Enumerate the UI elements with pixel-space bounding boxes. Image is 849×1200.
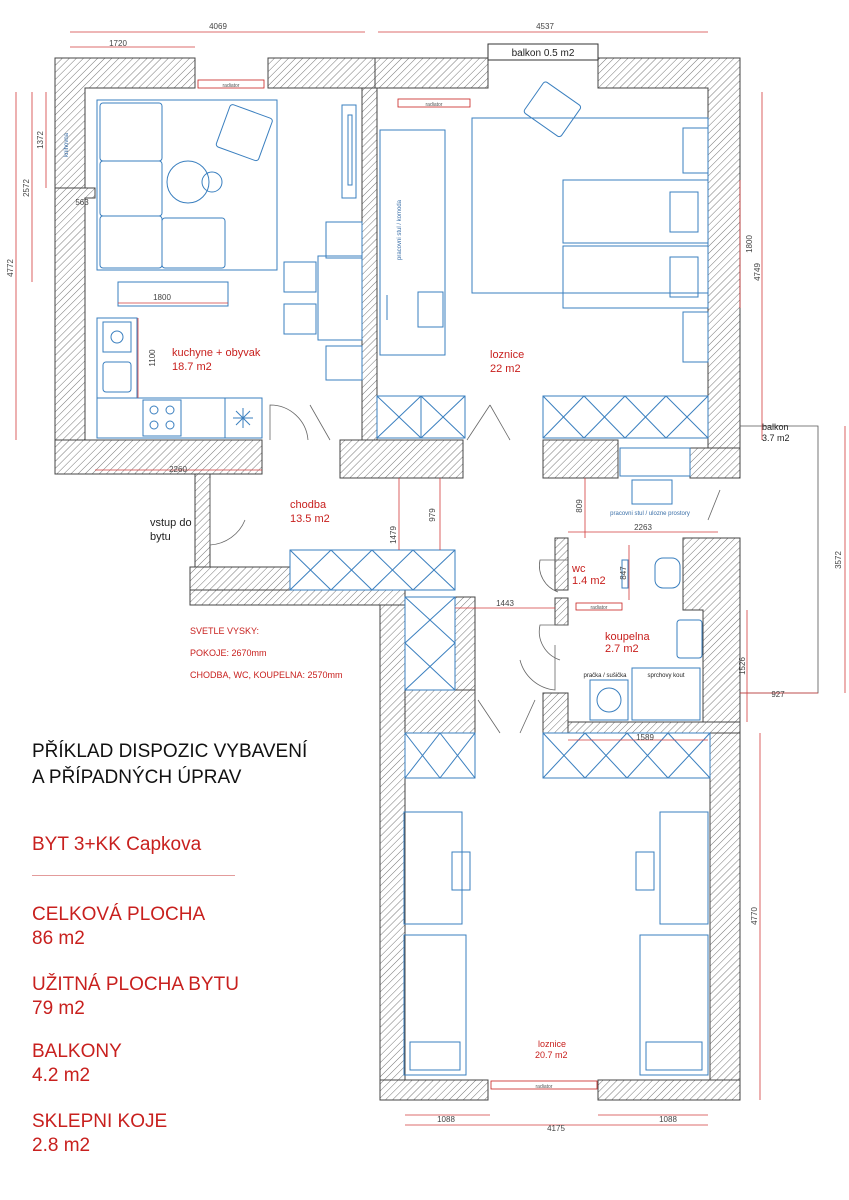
walls [54,57,741,1101]
dim-1088-right: 1088 [659,1115,677,1124]
balcony-right-name: balkon [762,422,789,432]
furniture-labels: knihovna pracovni stul / komoda pracovni… [64,132,690,679]
dim-4537: 4537 [536,22,554,31]
dim-2260: 2260 [169,465,187,474]
dim-1100: 1100 [148,349,157,367]
heights-rooms: POKOJE: 2670mm [190,648,267,658]
radiator-label-1: radiator [223,83,240,89]
bookcase-label: knihovna [64,132,70,157]
dim-1800-bedroom: 1800 [745,235,754,253]
dim-4772: 4772 [6,259,15,277]
dim-927: 927 [771,690,785,699]
bedroom2-name: loznice [538,1039,566,1049]
furniture [96,81,709,1076]
dim-1479: 1479 [389,526,398,544]
clear-heights: SVETLE VYSKY: POKOJE: 2670mm CHODBA, WC,… [190,626,343,680]
bedroom1-area: 22 m2 [490,363,521,375]
kitchen-area: 18.7 m2 [172,361,212,373]
heights-title: SVETLE VYSKY: [190,626,259,636]
dim-1800-kitchen: 1800 [153,293,171,302]
dim-1372: 1372 [36,131,45,149]
balcony-right-outline [740,425,819,694]
dim-1526: 1526 [738,657,747,675]
balcony-area-value: 4.2 m2 [32,1065,91,1086]
heights-other: CHODBA, WC, KOUPELNA: 2570mm [190,670,343,680]
wc-area: 1.4 m2 [572,575,606,587]
kitchen-name: kuchyne + obyvak [172,347,261,359]
dim-847: 847 [619,566,628,580]
entry-line2: bytu [150,531,171,543]
dimension-labels: 4069 1720 4537 4772 2572 1372 563 1800 1… [6,22,843,1133]
shower-label: sprchovy kout [647,673,684,679]
dim-2263: 2263 [634,523,652,532]
dim-1720: 1720 [109,39,127,48]
dim-563: 563 [75,198,89,207]
dim-1589: 1589 [636,733,654,742]
balcony-top-box [487,43,599,61]
title-line2: A PŘÍPADNÝCH ÚPRAV [32,767,242,788]
bath-area: 2.7 m2 [605,643,639,655]
balcony-area-label: BALKONY [32,1041,122,1062]
radiator-label-2: radiator [426,102,443,108]
radiator-label-3: radiator [591,605,608,611]
apartment-name: BYT 3+KK Capkova [32,834,202,855]
room-labels: kuchyne + obyvak 18.7 m2 loznice 22 m2 c… [150,347,790,1060]
dim-809: 809 [575,499,584,513]
radiator-label-4: radiator [536,1084,553,1090]
hall-area: 13.5 m2 [290,513,330,525]
bedroom1-name: loznice [490,349,524,361]
wc-name: wc [571,563,586,575]
doors [209,404,721,734]
entry-line1: vstup do [150,517,192,529]
dim-1088-left: 1088 [437,1115,455,1124]
title-line1: PŘÍKLAD DISPOZIC VYBAVENÍ [32,741,308,762]
dim-1443: 1443 [496,599,514,608]
balcony-right-area: 3.7 m2 [762,433,790,443]
usable-area-value: 79 m2 [32,998,85,1019]
radiators: radiator radiator radiator radiator [197,79,623,1090]
balcony-top-label: balkon 0.5 m2 [512,48,575,59]
dim-3572: 3572 [834,551,843,569]
usable-area-label: UŽITNÁ PLOCHA BYTU [32,974,239,995]
separator-line [32,875,235,876]
total-area-label: CELKOVÁ PLOCHA [32,904,206,925]
hall-name: chodba [290,499,327,511]
dim-4770: 4770 [750,907,759,925]
cellar-label: SKLEPNI KOJE [32,1111,168,1132]
cellar-value: 2.8 m2 [32,1135,91,1156]
desk-storage-label: pracovni stul / ulozne prostory [610,511,690,517]
bath-name: koupelna [605,631,651,643]
dim-4069: 4069 [209,22,227,31]
desk-dresser-label: pracovni stul / komoda [397,199,403,260]
dim-2572: 2572 [22,179,31,197]
dim-4749: 4749 [753,263,762,281]
dim-979: 979 [428,508,437,522]
total-area-value: 86 m2 [32,928,85,949]
dim-4175: 4175 [547,1124,565,1133]
bedroom2-area: 20.7 m2 [535,1050,568,1060]
dimension-lines [15,31,846,1126]
wardrobes [289,395,711,779]
washer-label: pračka / sušička [583,673,627,679]
